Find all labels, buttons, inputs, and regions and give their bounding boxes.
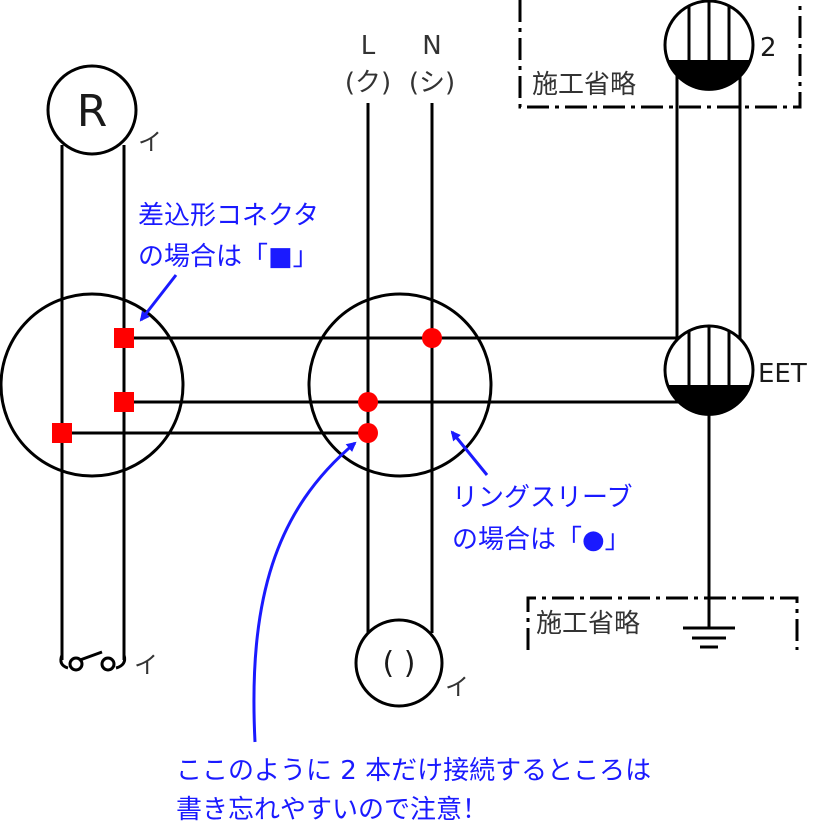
connector-square — [114, 328, 134, 348]
ground-icon — [683, 626, 735, 649]
sleeve-note-line2: の場合は「●」 — [452, 525, 631, 555]
sleeve-dot — [422, 328, 442, 348]
relay-symbol — [46, 64, 138, 156]
omitted-label-top: 施工省略 — [532, 70, 636, 100]
terminal-N-label: N — [422, 31, 441, 61]
warning-note-line2: 書き忘れやすいので注意！ — [176, 795, 488, 825]
top-outlet-symbol — [663, 0, 755, 91]
connector-note-line2: の場合は「■」 — [138, 242, 319, 272]
relay-label: R — [77, 86, 108, 137]
relay-mark: イ — [138, 128, 162, 156]
connector-arrow — [139, 274, 178, 322]
omitted-box-top — [518, 0, 802, 109]
connector-square — [52, 423, 72, 443]
switch-icon — [59, 650, 127, 672]
outlet-label: ( ) — [383, 646, 416, 681]
outlet-symbol — [354, 618, 444, 708]
junction-box-left — [0, 292, 185, 478]
top-outlet-count: 2 — [760, 33, 777, 63]
eet-outlet-symbol — [663, 324, 755, 416]
junction-box-center — [307, 292, 493, 478]
connector-square — [114, 392, 134, 412]
eet-label: EET — [758, 359, 807, 389]
omitted-label-bottom: 施工省略 — [536, 609, 640, 639]
sleeve-arrow — [450, 430, 489, 476]
sleeve-dot — [358, 392, 378, 412]
terminal-L-color: (ク) — [345, 68, 391, 98]
outlet-mark: イ — [445, 673, 469, 701]
terminal-N-color: (シ) — [409, 68, 455, 98]
switch-mark: イ — [134, 651, 158, 679]
warning-arrow — [252, 441, 357, 743]
sleeve-dot — [358, 423, 378, 443]
terminal-L-label: L — [361, 31, 376, 61]
omitted-box-bottom — [526, 596, 799, 650]
warning-note-line1: ここのように 2 本だけ接続するところは — [176, 756, 651, 786]
connector-note-line1: 差込形コネクタ — [138, 201, 319, 231]
sleeve-note-line1: リングスリーブ — [452, 483, 632, 513]
